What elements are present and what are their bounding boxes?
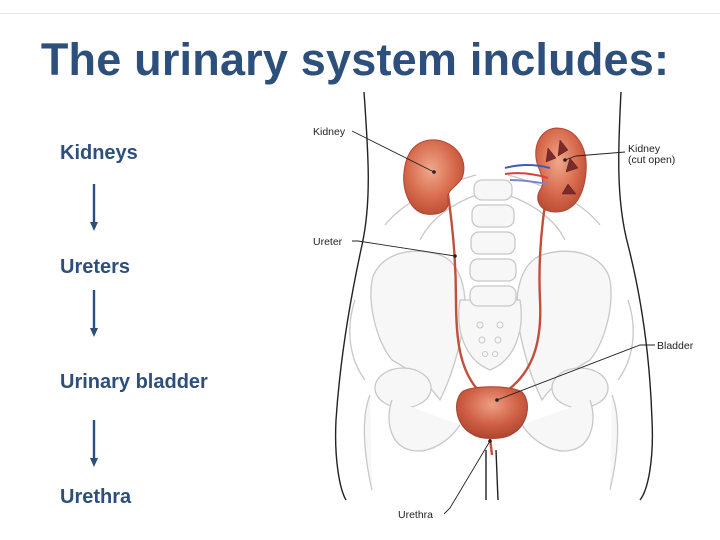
right-ureter bbox=[507, 184, 550, 391]
body-outline bbox=[334, 91, 654, 501]
bladder bbox=[456, 386, 528, 439]
step-kidneys: Kidneys bbox=[60, 142, 138, 164]
left-kidney bbox=[403, 139, 465, 215]
right-hip-socket bbox=[551, 367, 609, 409]
step-urinary-bladder: Urinary bladder bbox=[60, 371, 208, 393]
left-femur bbox=[363, 394, 373, 491]
top-divider bbox=[0, 13, 720, 14]
body-right-contour bbox=[618, 91, 654, 501]
right-kidney-cut-open bbox=[535, 127, 587, 213]
label-kidney-right-cut-open: (cut open) bbox=[628, 154, 675, 166]
right-hip-edge bbox=[617, 299, 634, 381]
label-kidney-left: Kidney bbox=[313, 126, 346, 138]
renal-vessels bbox=[504, 164, 551, 185]
urinary-system-diagram: Kidney Kidney (cut open) Ureter Bladder … bbox=[313, 91, 694, 521]
left-pubic-ramus bbox=[388, 399, 461, 452]
step-ureters: Ureters bbox=[60, 256, 131, 278]
leg-gap-right bbox=[495, 449, 499, 501]
spine bbox=[469, 179, 517, 307]
left-ureter bbox=[445, 187, 479, 391]
left-hip-edge bbox=[349, 299, 366, 381]
slide-title: The urinary system includes: bbox=[40, 34, 670, 85]
renal-pyramids bbox=[545, 139, 579, 195]
sacral-foramina bbox=[476, 321, 504, 357]
label-bladder: Bladder bbox=[657, 340, 694, 352]
label-leaders bbox=[351, 130, 655, 515]
label-urethra: Urethra bbox=[398, 509, 433, 521]
label-kidney-right: Kidney bbox=[628, 143, 661, 155]
body-left-contour bbox=[334, 91, 369, 501]
right-pubic-ramus bbox=[521, 399, 594, 452]
leader-dots bbox=[432, 158, 567, 443]
down-arrow-icon bbox=[90, 420, 98, 467]
down-arrow-icon bbox=[90, 184, 98, 231]
sacrum bbox=[458, 299, 522, 371]
left-hip-socket bbox=[374, 367, 432, 409]
step-urethra: Urethra bbox=[60, 486, 132, 508]
right-femur bbox=[609, 394, 619, 491]
ureters bbox=[445, 184, 550, 391]
label-ureter: Ureter bbox=[313, 236, 343, 248]
down-arrow-icon bbox=[90, 290, 98, 337]
